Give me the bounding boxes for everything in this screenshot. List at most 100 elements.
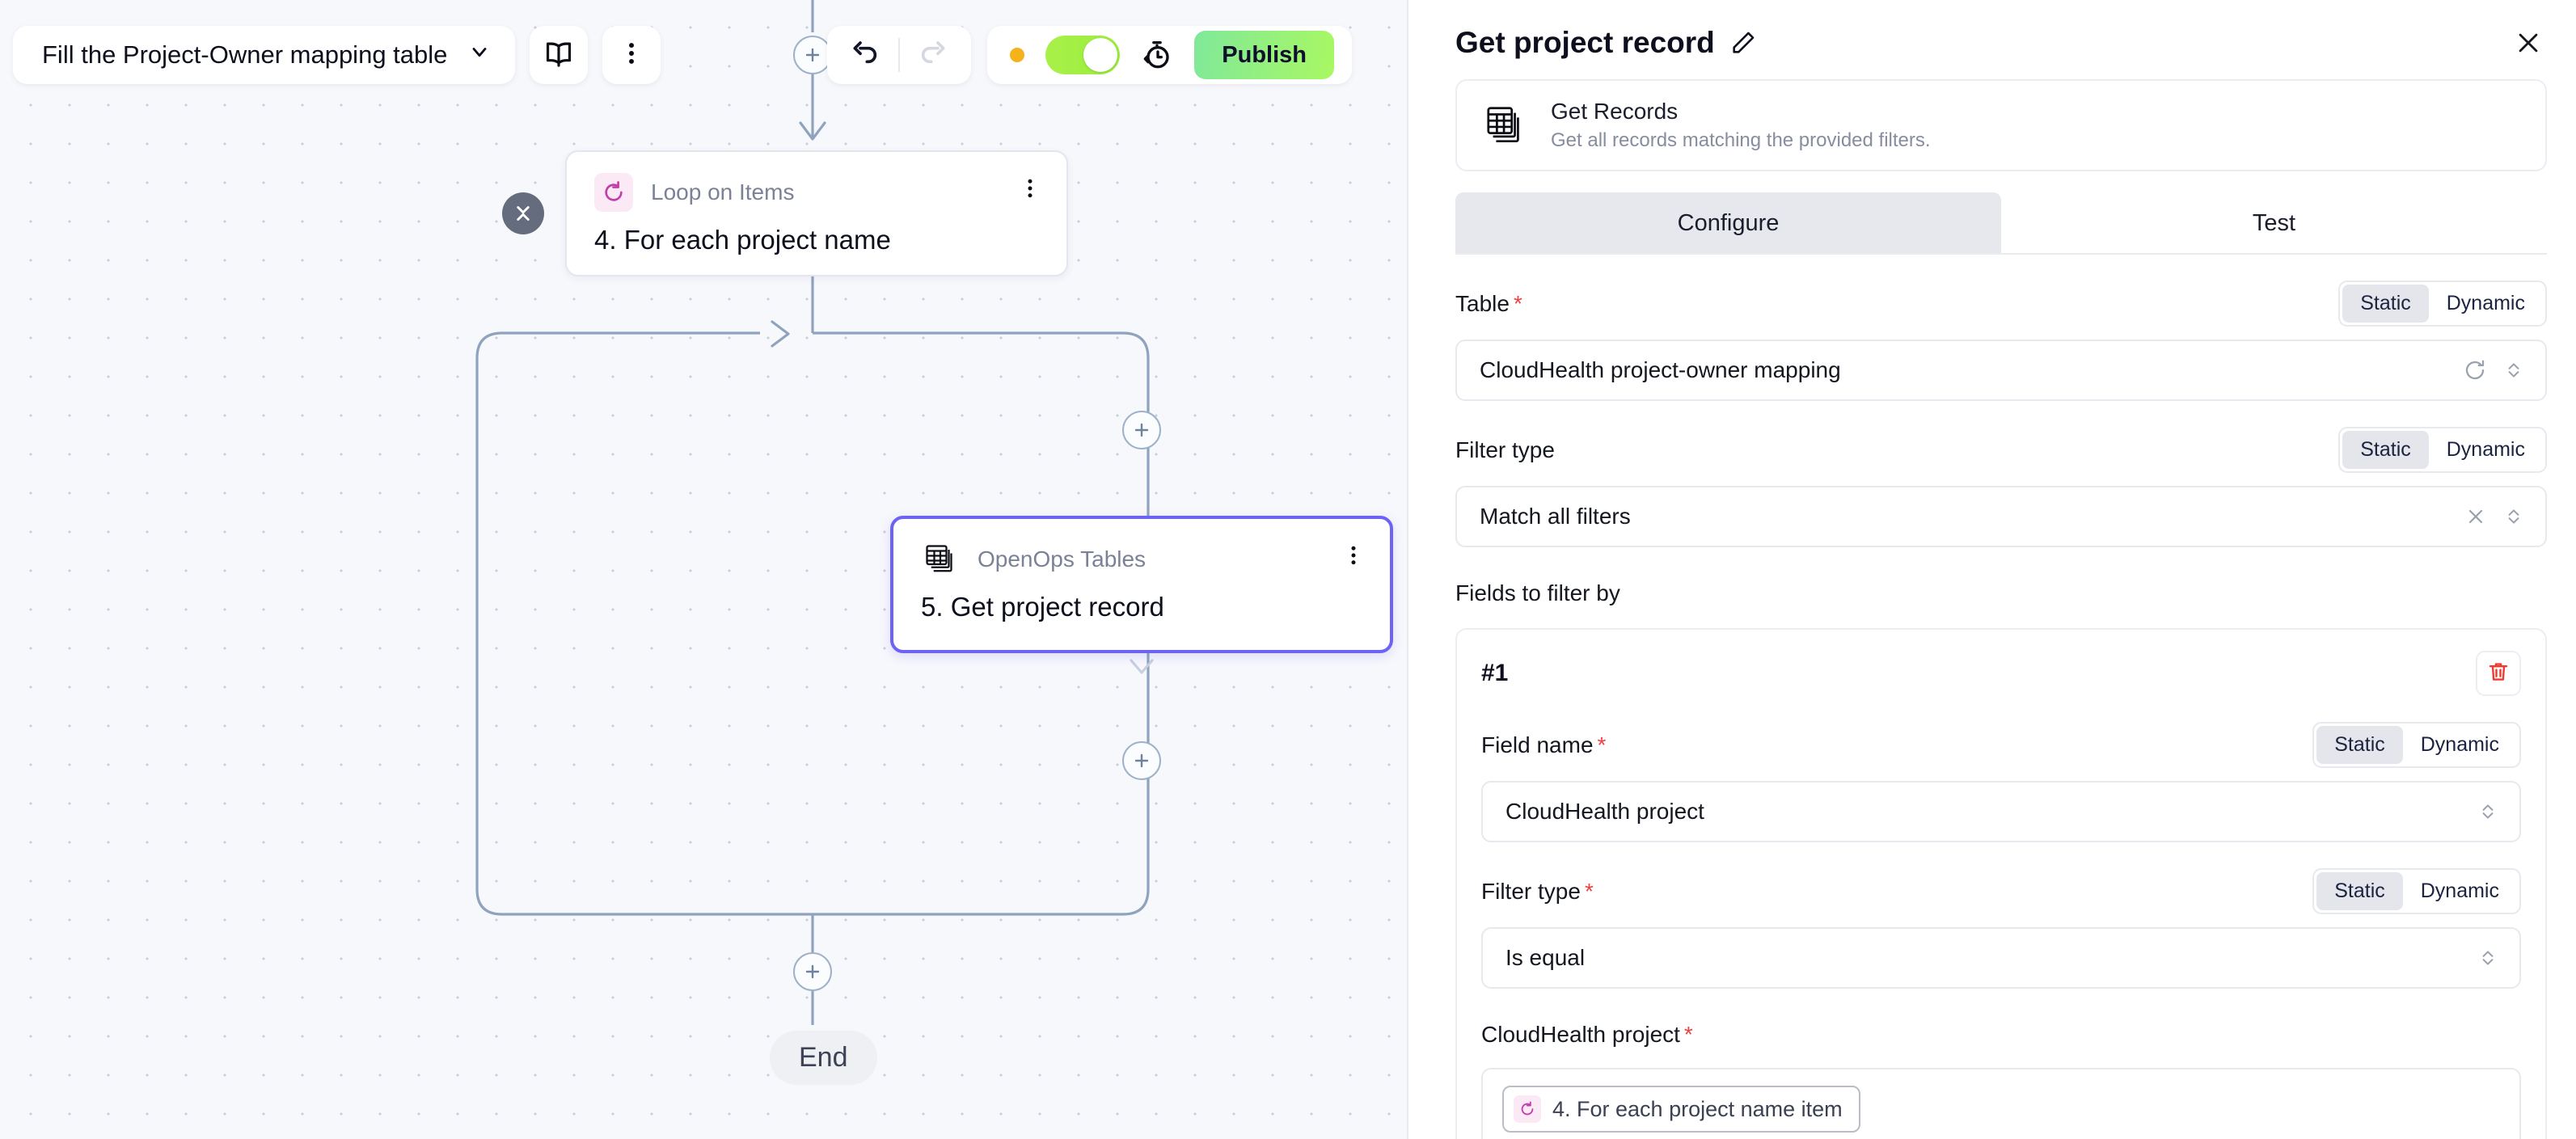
book-icon <box>543 38 574 73</box>
chevron-updown-icon[interactable] <box>2503 506 2524 527</box>
table-stack-icon <box>1481 103 1530 147</box>
loop-refresh-icon <box>1514 1095 1541 1123</box>
table-stack-icon <box>921 540 960 579</box>
status-dot <box>1010 48 1025 62</box>
required-asterisk: * <box>1513 290 1522 316</box>
value-field-label: CloudHealth project* <box>1481 1022 1693 1048</box>
chevron-updown-icon[interactable] <box>2503 360 2524 381</box>
node-title: 5. Get project record <box>921 592 1164 622</box>
collapse-loop-button[interactable] <box>502 192 544 234</box>
refresh-icon[interactable] <box>2463 358 2487 382</box>
flow-node-get-project-record[interactable]: OpenOps Tables 5. Get project record <box>890 516 1393 653</box>
table-value: CloudHealth project-owner mapping <box>1480 357 1841 382</box>
filter-type-select-icons <box>2464 505 2524 528</box>
filter-group-header: #1 <box>1481 651 2521 696</box>
inner-filter-type-mode-static[interactable]: Static <box>2316 872 2403 910</box>
fields-to-filter-by-label: Fields to filter by <box>1455 580 1620 605</box>
toolbar-divider <box>898 38 901 72</box>
piece-name: Get Records <box>1551 99 1679 124</box>
value-field-input[interactable]: 4. For each project name item <box>1481 1068 2521 1139</box>
field-name-label: Field name* <box>1481 732 1606 758</box>
table-field-row: Table* Static Dynamic <box>1455 281 2547 327</box>
table-mode-toggle[interactable]: Static Dynamic <box>2338 281 2547 327</box>
inner-filter-type-select[interactable]: Is equal <box>1481 927 2521 989</box>
node-piece-name: Loop on Items <box>651 179 795 205</box>
inner-filter-type-label: Filter type* <box>1481 879 1594 905</box>
tab-test[interactable]: Test <box>2252 210 2296 236</box>
redo-icon[interactable] <box>918 39 950 71</box>
undo-redo-group <box>827 26 972 84</box>
flow-name-dropdown[interactable]: Fill the Project-Owner mapping table <box>13 26 516 84</box>
chevron-updown-icon[interactable] <box>2477 801 2498 822</box>
filter-group-1: #1 Field name* Static Dynamic <box>1455 628 2547 1139</box>
field-name-mode-dynamic[interactable]: Dynamic <box>2420 733 2499 756</box>
canvas-toolbar-right: Publish <box>827 26 1352 84</box>
inner-filter-type-value: Is equal <box>1505 945 1586 970</box>
add-step-button-top[interactable] <box>793 36 832 74</box>
tab-configure[interactable]: Configure <box>1455 192 2001 253</box>
close-icon[interactable] <box>2510 24 2547 61</box>
add-step-button-before-get-record[interactable] <box>1122 411 1161 449</box>
filter-type-field-row: Filter type Static Dynamic <box>1455 427 2547 473</box>
node-more-menu-button[interactable] <box>1018 176 1042 205</box>
docs-button[interactable] <box>530 26 589 84</box>
piece-info-card: Get Records Get all records matching the… <box>1455 79 2547 171</box>
add-step-button-before-end[interactable] <box>793 952 832 991</box>
value-field-row: CloudHealth project* <box>1481 1015 2521 1055</box>
run-controls-group: Publish <box>987 26 1352 84</box>
field-name-value: CloudHealth project <box>1505 799 1704 824</box>
filter-type-select[interactable]: Match all filters <box>1455 486 2547 547</box>
flow-end-node: End <box>770 1031 877 1085</box>
filter-type-mode-toggle[interactable]: Static Dynamic <box>2338 427 2547 473</box>
table-mode-dynamic[interactable]: Dynamic <box>2446 292 2525 314</box>
more-vertical-icon <box>618 40 645 71</box>
piece-description: Get all records matching the provided fi… <box>1551 129 1931 151</box>
flow-more-menu-button[interactable] <box>602 26 661 84</box>
pencil-icon[interactable] <box>1729 29 1757 57</box>
inner-filter-type-mode-toggle[interactable]: Static Dynamic <box>2312 868 2521 914</box>
node-title: 4. For each project name <box>594 225 891 255</box>
table-label-text: Table <box>1455 290 1510 316</box>
flow-canvas[interactable]: Fill the Project-Owner mapping table <box>0 0 1425 1139</box>
fields-to-filter-by-row: Fields to filter by <box>1455 573 2547 614</box>
flow-node-loop[interactable]: Loop on Items 4. For each project name <box>565 150 1068 276</box>
table-label: Table* <box>1455 291 1522 317</box>
panel-tabs: Configure Test <box>1455 192 2547 255</box>
field-name-mode-toggle[interactable]: Static Dynamic <box>2312 722 2521 768</box>
field-name-select[interactable]: CloudHealth project <box>1481 781 2521 842</box>
filter-group-number: #1 <box>1481 660 1509 686</box>
chevron-updown-icon[interactable] <box>2477 947 2498 968</box>
table-select[interactable]: CloudHealth project-owner mapping <box>1455 340 2547 401</box>
filter-type-mode-dynamic[interactable]: Dynamic <box>2446 438 2525 461</box>
step-settings-panel: Get project record Get Records Ge <box>1425 0 2576 1139</box>
field-name-mode-static[interactable]: Static <box>2316 726 2403 764</box>
loop-refresh-icon <box>594 173 633 212</box>
flow-enabled-toggle[interactable] <box>1045 36 1121 74</box>
add-step-button-after-get-record[interactable] <box>1122 741 1161 780</box>
inner-filter-type-row: Filter type* Static Dynamic <box>1481 868 2521 914</box>
canvas-right-edge <box>1407 0 1425 1139</box>
table-mode-static[interactable]: Static <box>2342 285 2429 323</box>
filter-type-value: Match all filters <box>1480 504 1631 529</box>
inner-filter-type-mode-dynamic[interactable]: Dynamic <box>2420 880 2499 902</box>
panel-header: Get project record <box>1425 0 2576 74</box>
run-history-icon[interactable] <box>1141 39 1173 71</box>
trash-icon <box>2486 660 2511 688</box>
panel-body[interactable]: Table* Static Dynamic CloudHealth projec… <box>1425 255 2576 1139</box>
clear-icon[interactable] <box>2464 505 2487 528</box>
undo-icon[interactable] <box>848 39 880 71</box>
node-piece-name: OpenOps Tables <box>978 546 1147 572</box>
variable-chip[interactable]: 4. For each project name item <box>1502 1086 1860 1133</box>
inner-filter-type-select-icons <box>2477 947 2498 968</box>
field-name-row: Field name* Static Dynamic <box>1481 722 2521 768</box>
publish-button[interactable]: Publish <box>1194 31 1334 79</box>
delete-filter-button[interactable] <box>2476 651 2521 696</box>
filter-type-label: Filter type <box>1455 437 1555 462</box>
value-field-label-text: CloudHealth project <box>1481 1022 1680 1047</box>
table-select-icons <box>2463 358 2524 382</box>
canvas-toolbar-left: Fill the Project-Owner mapping table <box>13 26 661 84</box>
node-more-menu-button[interactable] <box>1341 543 1366 572</box>
filter-type-mode-static[interactable]: Static <box>2342 431 2429 469</box>
required-asterisk: * <box>1597 732 1607 757</box>
node-header: Loop on Items <box>594 173 1039 212</box>
